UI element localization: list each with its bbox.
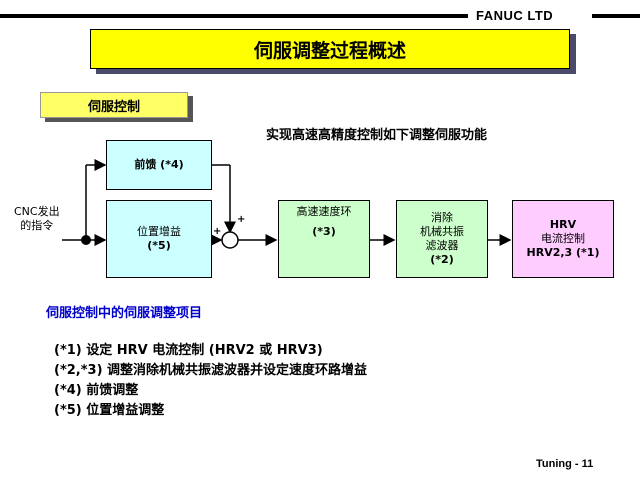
filter-line2: 机械共振: [420, 225, 464, 238]
caption: 实现高速高精度控制如下调整伺服功能: [266, 128, 488, 143]
subtitle: 伺服控制: [40, 92, 188, 118]
header-rule-left: [0, 14, 468, 18]
filter-line4: (*2): [430, 253, 454, 266]
company-name: FANUC LTD: [476, 8, 554, 23]
list-item: (*2,*3) 调整消除机械共振滤波器并设定速度环路增益: [54, 363, 368, 378]
position-gain-line1: 位置增益: [137, 225, 181, 238]
current-control-line3: HRV2,3 (*1): [526, 246, 600, 259]
input-label-line2: 的指令: [20, 219, 54, 232]
position-gain-block: 位置增益 (*5): [106, 200, 212, 278]
sum-sign-left: +: [213, 226, 222, 237]
list-item: (*1) 设定 HRV 电流控制 (HRV2 或 HRV3): [54, 343, 323, 358]
feedforward-block: 前馈 (*4): [106, 140, 212, 190]
page-number: Tuning - 11: [536, 458, 594, 470]
speed-loop-line1: 高速速度环: [296, 205, 352, 218]
current-control-line1: HRV: [549, 218, 577, 231]
position-gain-line2: (*5): [147, 239, 171, 252]
list-item: (*4) 前馈调整: [54, 383, 139, 398]
filter-line1: 消除: [431, 211, 453, 224]
list-item: (*5) 位置增益调整: [54, 403, 165, 418]
speed-loop-block: 高速速度环 (*3): [278, 200, 370, 278]
section-title: 伺服控制中的伺服调整项目: [46, 306, 203, 321]
input-label-line1: CNC发出: [14, 205, 60, 218]
tuning-items-list: (*1) 设定 HRV 电流控制 (HRV2 或 HRV3) (*2,*3) 调…: [54, 341, 367, 421]
header-rule-right: [592, 14, 640, 18]
filter-block: 消除 机械共振 滤波器 (*2): [396, 200, 488, 278]
input-label: CNC发出 的指令: [14, 205, 60, 233]
page-title: 伺服调整过程概述: [90, 29, 570, 69]
sum-sign-top: +: [237, 214, 246, 225]
filter-line3: 滤波器: [425, 239, 459, 252]
feedforward-label: 前馈 (*4): [134, 158, 184, 171]
current-control-block: HRV 电流控制 HRV2,3 (*1): [512, 200, 614, 278]
speed-loop-line2: (*3): [312, 225, 336, 238]
current-control-line2: 电流控制: [541, 232, 585, 245]
summing-junction: [221, 231, 239, 249]
